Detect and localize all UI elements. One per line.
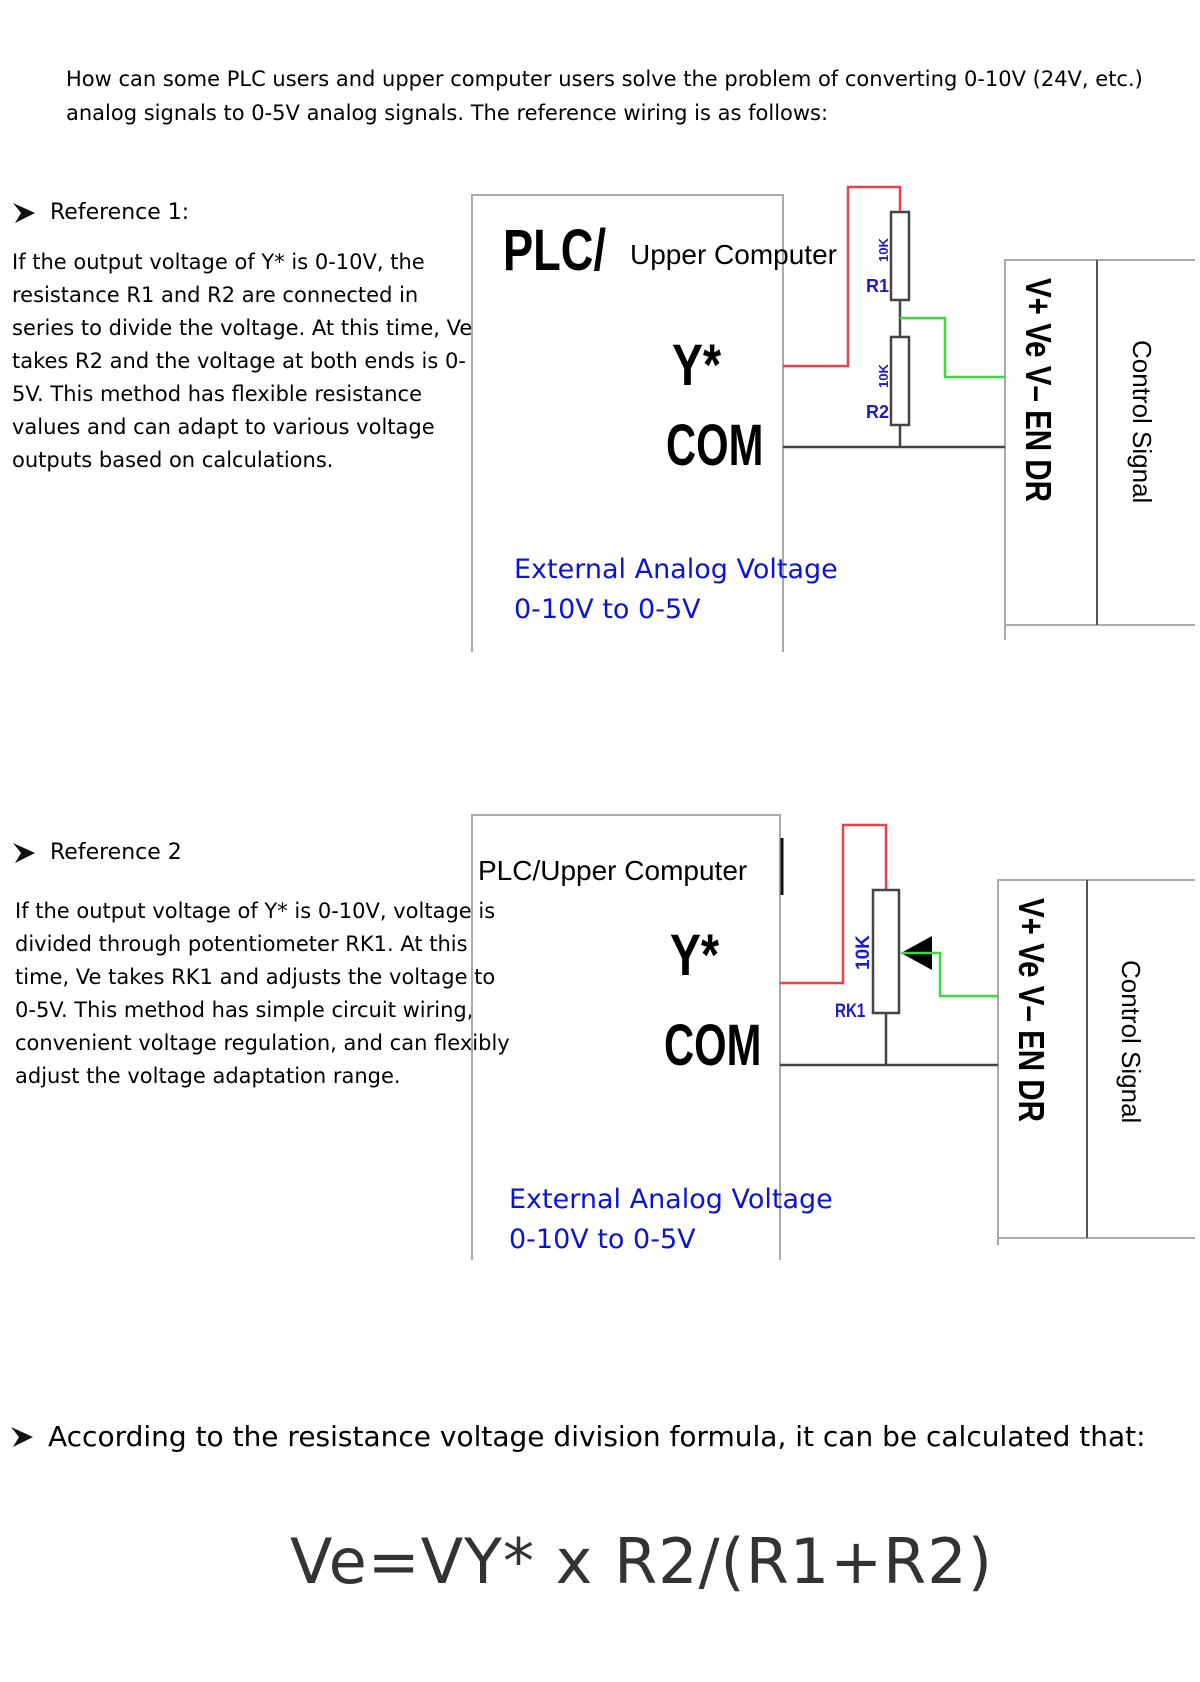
arrow-bullet-icon [13,842,35,863]
control-signal-label: Control Signal [1127,340,1157,503]
plc-label-prefix: PLC/ [503,219,606,284]
reference-2-diagram: PLC/Upper Computer Y* COM RK1 10K V+ Ve … [471,814,1195,1260]
red-wire [780,823,888,985]
formula-heading-text: According to the resistance voltage divi… [48,1420,1146,1453]
arrow-bullet-icon [13,202,35,223]
y-star-label: Y* [670,923,719,988]
reference-1-diagram: PLC/ Upper Computer Y* COM R1 10K R2 10K… [471,185,1195,652]
terminal-labels: V+ Ve V– EN DR [1018,278,1058,502]
external-voltage-title: External Analog Voltage [514,554,838,585]
external-voltage-range: 0-10V to 0-5V [514,594,701,625]
formula-heading: According to the resistance voltage divi… [10,1420,1146,1453]
reference-2-body: If the output voltage of Y* is 0-10V, vo… [15,899,510,1088]
plc-label-suffix: Upper Computer [630,239,837,270]
resistor-r1 [889,210,911,302]
external-voltage-note-2: External Analog Voltage 0-10V to 0-5V [509,1180,833,1260]
reference-1-body: If the output voltage of Y* is 0-10V, th… [12,250,473,472]
rk1-value: 10K [853,935,874,970]
green-wire [900,316,1005,379]
rk1-name: RK1 [835,999,866,1021]
terminal-labels: V+ Ve V– EN DR [1011,898,1051,1122]
r2-value: 10K [876,364,891,388]
voltage-division-formula: Ve=VY* x R2/(R1+R2) [290,1525,993,1598]
external-voltage-note-1: External Analog Voltage 0-10V to 0-5V [514,550,838,630]
r1-value: 10K [876,238,891,262]
reference-2-heading: Reference 2 [12,840,182,865]
terminal-block-outline [997,879,1195,1245]
red-wire [783,185,902,368]
r1-name: R1 [866,276,889,296]
green-wire [901,951,998,998]
potentiometer-rk1 [871,888,901,1015]
y-star-label: Y* [672,333,721,398]
reference-1-heading: Reference 1: [12,200,189,225]
plc-box-outline [471,194,784,652]
plc-box-outline [471,814,781,1260]
terminal-block-outline [1004,259,1195,640]
arrow-bullet-icon [11,1426,33,1447]
intro-text: How can some PLC users and upper compute… [66,67,1143,125]
external-voltage-title: External Analog Voltage [509,1184,833,1215]
reference-2-title: Reference 2 [50,840,182,865]
plc-label: PLC/Upper Computer [478,855,747,886]
control-signal-label: Control Signal [1116,960,1146,1123]
com-label: COM [664,1012,761,1077]
external-voltage-range: 0-10V to 0-5V [509,1224,696,1255]
r2-name: R2 [866,402,889,422]
com-label: COM [666,412,763,477]
reference-1-title: Reference 1: [50,200,190,225]
resistor-r2 [889,335,911,427]
